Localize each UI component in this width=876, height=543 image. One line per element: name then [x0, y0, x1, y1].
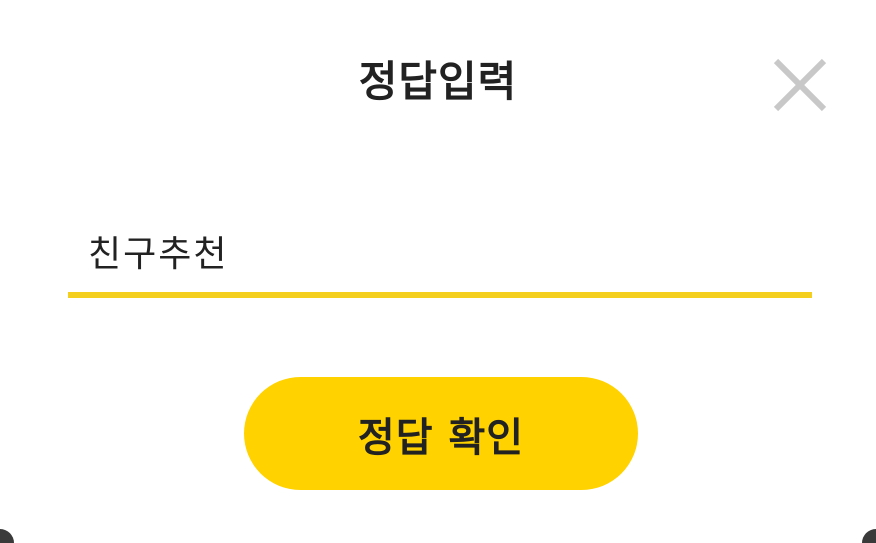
- answer-input[interactable]: [68, 210, 812, 298]
- dialog-corner-left: [0, 529, 14, 543]
- dialog-corner-right: [862, 529, 876, 543]
- close-icon: [773, 58, 827, 112]
- confirm-answer-button[interactable]: 정답 확인: [244, 377, 638, 490]
- dialog-title: 정답입력: [358, 57, 518, 106]
- close-button[interactable]: [770, 56, 830, 114]
